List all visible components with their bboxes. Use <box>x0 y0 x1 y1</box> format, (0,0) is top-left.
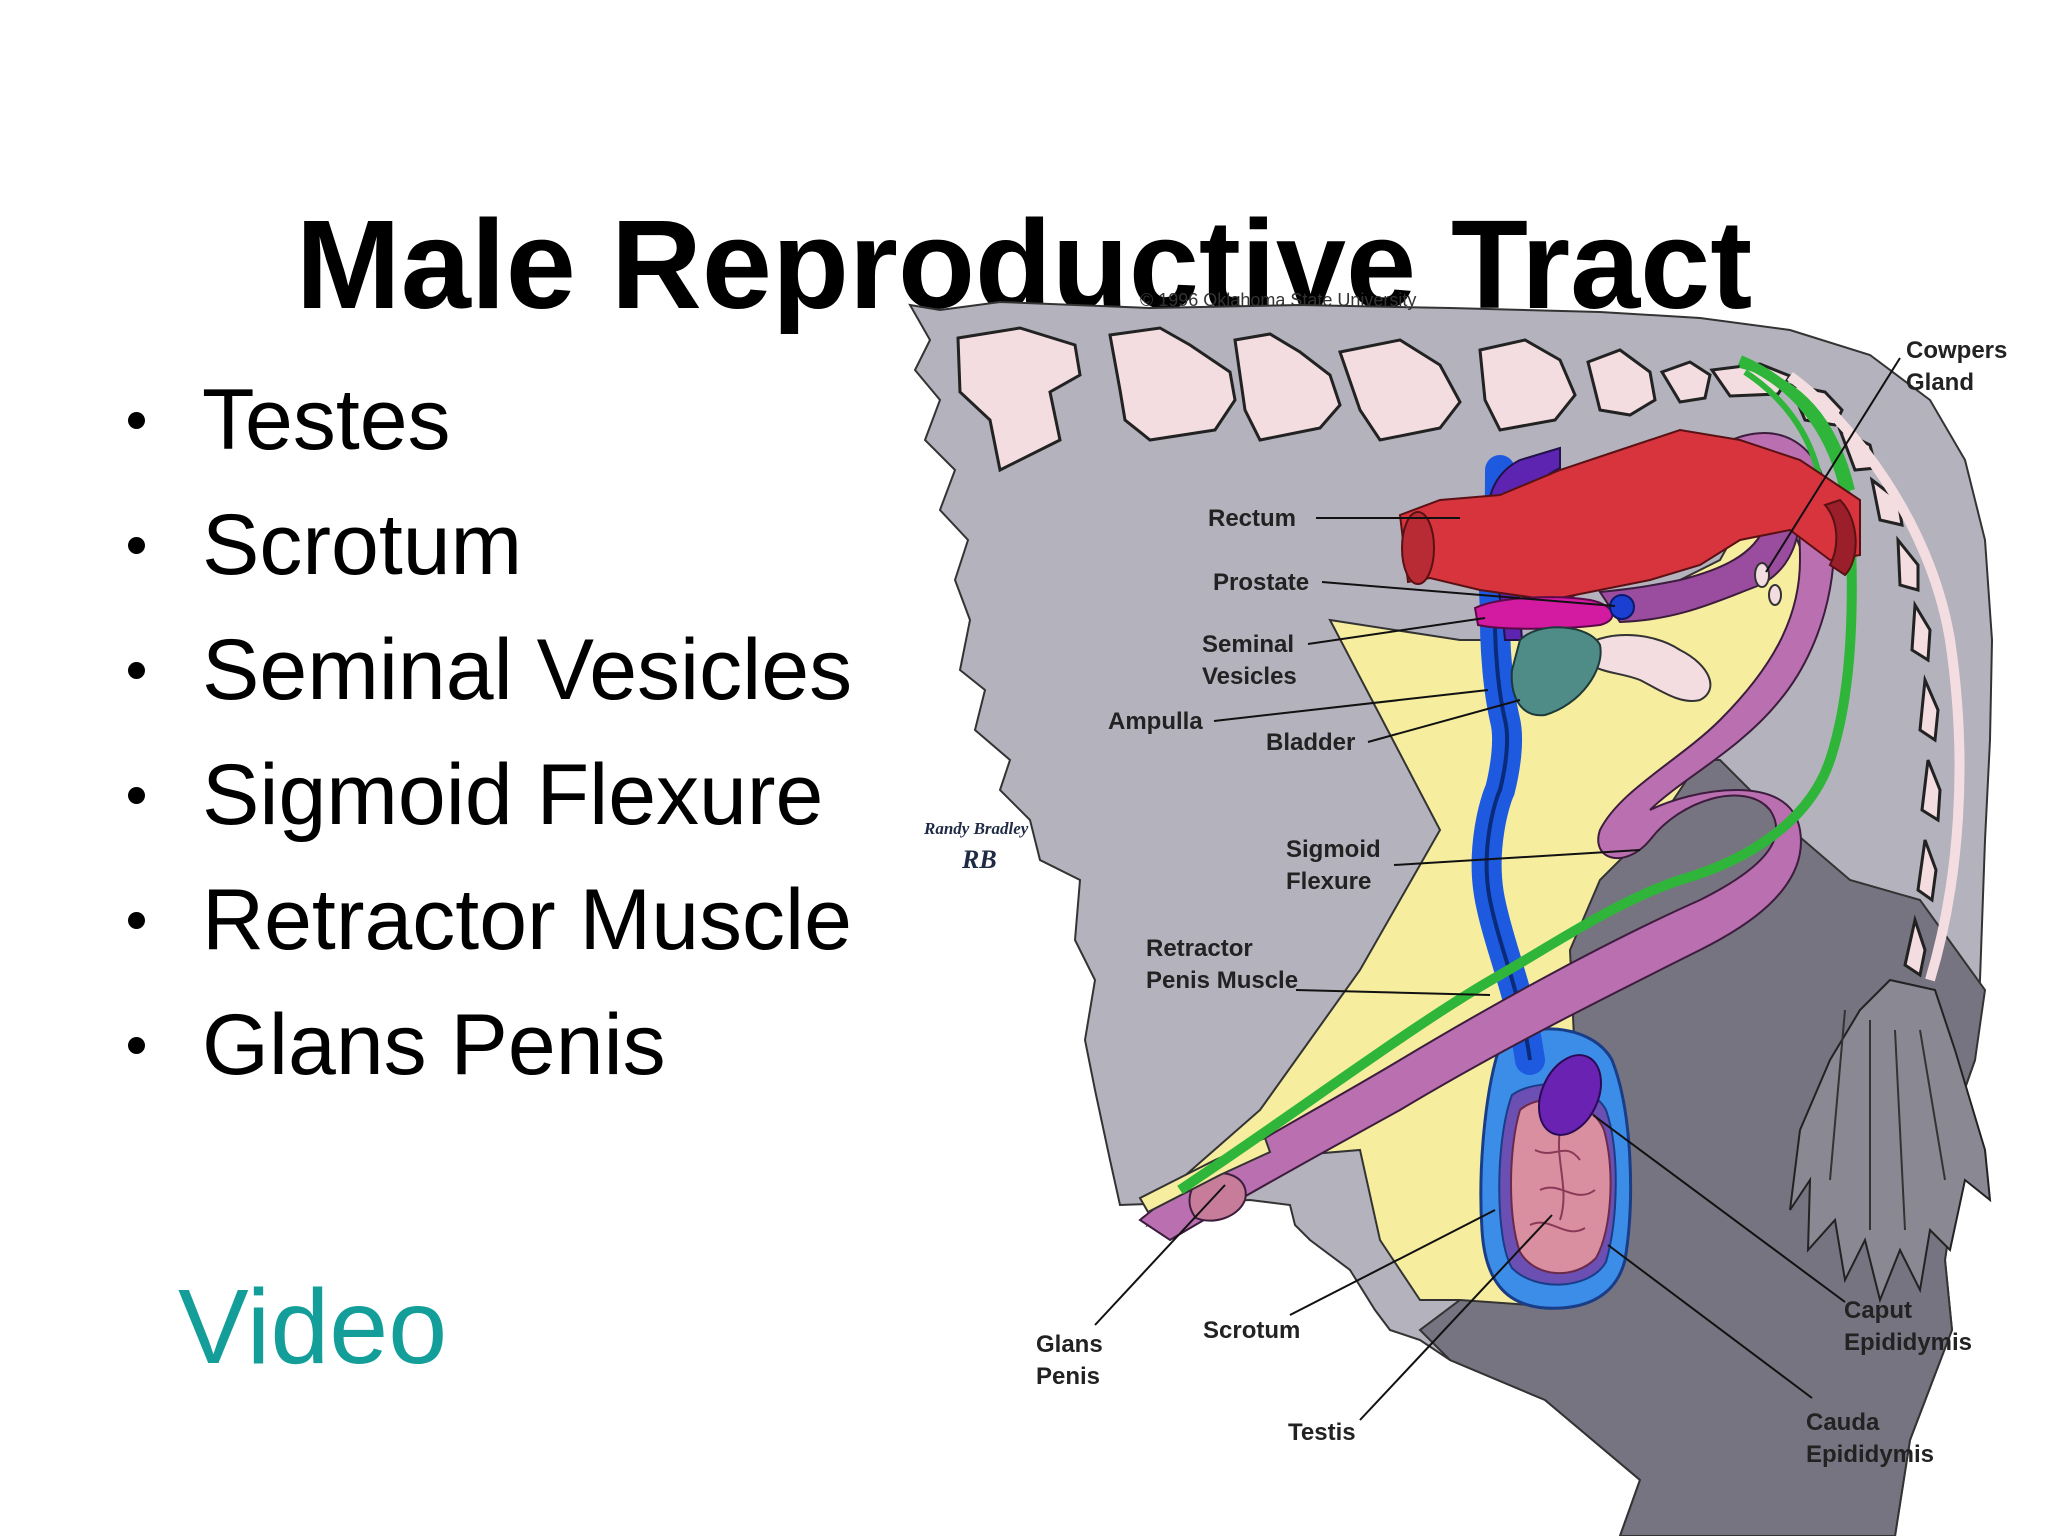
bullet-dot-icon <box>128 1037 145 1054</box>
artist-monogram: RB <box>961 845 997 874</box>
bullet-item: Scrotum <box>120 497 852 622</box>
label-testis: Testis <box>1288 1419 1356 1446</box>
label-scrotum: Scrotum <box>1203 1317 1300 1344</box>
anal-sphincter <box>1823 498 1857 577</box>
prostate-shape <box>1609 594 1635 620</box>
label-glans-line2: Penis <box>1036 1363 1100 1390</box>
tail-vertebrae-line <box>1787 371 1965 982</box>
bullet-text: Seminal Vesicles <box>202 622 853 718</box>
bullet-item: Sigmoid Flexure <box>120 747 852 872</box>
label-sigmoid-line1: Sigmoid <box>1286 836 1381 863</box>
bullet-dot-icon <box>128 537 145 554</box>
label-prostate: Prostate <box>1213 569 1309 596</box>
bullet-list: Testes Scrotum Seminal Vesicles Sigmoid … <box>120 372 852 1122</box>
bullet-text: Scrotum <box>202 497 523 593</box>
anatomy-diagram: © 1996 Oklahoma State University Cowpers… <box>908 290 2007 1536</box>
bullet-item: Retractor Muscle <box>120 872 852 997</box>
label-cowpers-line2: Gland <box>1906 369 1974 396</box>
label-bladder: Bladder <box>1266 729 1355 756</box>
label-rectum: Rectum <box>1208 505 1296 532</box>
bullet-text: Sigmoid Flexure <box>202 747 824 843</box>
label-ampulla: Ampulla <box>1108 708 1203 735</box>
label-seminal-line2: Vesicles <box>1202 663 1297 690</box>
label-cauda-line2: Epididymis <box>1806 1441 1934 1468</box>
leader-lines <box>1094 357 1901 1421</box>
bullet-text: Glans Penis <box>202 997 666 1093</box>
bullet-item: Testes <box>120 372 852 497</box>
label-caput-line1: Caput <box>1844 1297 1912 1324</box>
label-cauda-line1: Cauda <box>1806 1409 1880 1436</box>
artist-signature: Randy Bradley <box>923 819 1029 838</box>
label-sigmoid-line2: Flexure <box>1286 868 1371 895</box>
bullet-item: Seminal Vesicles <box>120 622 852 747</box>
label-cowpers-line1: Cowpers <box>1906 337 2007 364</box>
label-caput-line2: Epididymis <box>1844 1329 1972 1356</box>
retractor-muscle-origin <box>1739 362 1855 491</box>
seminal-vesicle-shape <box>1473 596 1614 630</box>
copyright-text: © 1996 Oklahoma State University <box>1140 290 1416 310</box>
tail-hair <box>1829 1009 1946 1231</box>
label-glans-line1: Glans <box>1036 1331 1103 1358</box>
bullet-text: Testes <box>202 372 451 468</box>
label-retractor-line2: Penis Muscle <box>1146 967 1298 994</box>
bullet-text: Retractor Muscle <box>202 872 852 968</box>
cowpers-gland-shape-2 <box>1768 584 1782 606</box>
testis-vessels <box>1529 1129 1596 1233</box>
video-link[interactable]: Video <box>178 1268 448 1386</box>
bladder-shape <box>1510 626 1602 717</box>
bullet-dot-icon <box>128 787 145 804</box>
label-retractor-line1: Retractor <box>1146 935 1253 962</box>
ischial-arch <box>1578 634 1712 702</box>
label-seminal-line1: Seminal <box>1202 631 1294 658</box>
caput-epididymis-shape <box>1538 1054 1602 1136</box>
cowpers-gland-shape <box>1754 562 1770 588</box>
bullet-dot-icon <box>128 662 145 679</box>
bullet-dot-icon <box>128 912 145 929</box>
rectum-lumen <box>1401 511 1435 585</box>
bullet-dot-icon <box>128 412 145 429</box>
ductus-deferens-inner <box>1484 619 1532 1061</box>
vertebrae <box>956 326 1942 978</box>
bullet-item: Glans Penis <box>120 997 852 1122</box>
